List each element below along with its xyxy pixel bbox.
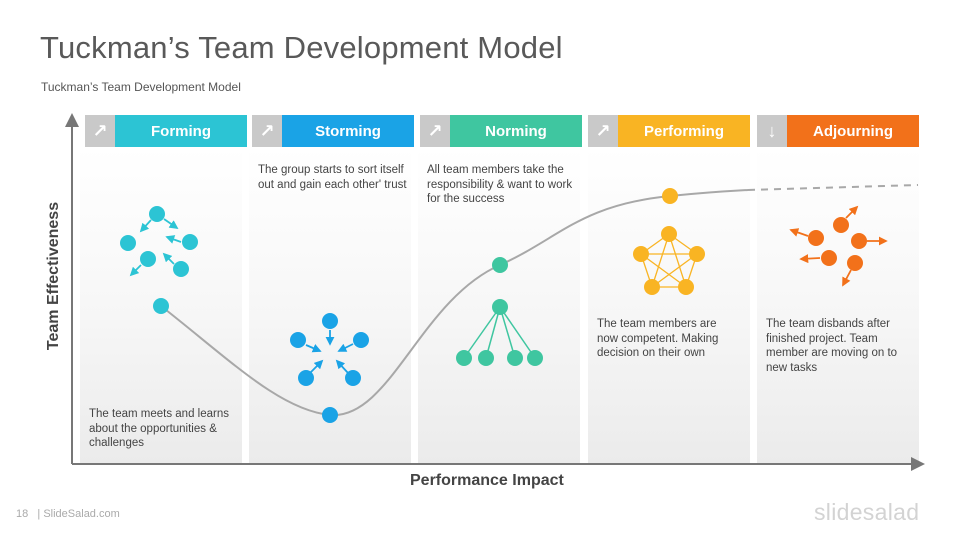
y-axis-label: Team Effectiveness [45,201,62,351]
stage-label: Norming [450,115,582,147]
stage-header-storming: ↗ Storming [252,115,414,147]
curve-point-forming [153,298,169,314]
stage-description-norming: All team members take the responsibility… [427,164,573,205]
stage-description-adjourning: The team disbands after finished project… [766,318,898,374]
arrow-up-right-icon: ↗ [588,115,618,147]
stage-label: Adjourning [787,115,919,147]
arrow-up-right-icon: ↗ [85,115,115,147]
stage-header-forming: ↗ Forming [85,115,247,147]
arrow-down-icon: ↓ [757,115,787,147]
slide-subtitle: Tuckman’s Team Development Model [41,80,241,94]
footer-source: | SlideSalad.com [37,508,120,520]
footer: 18 | SlideSalad.com [16,508,120,520]
performance-curve [160,189,749,417]
brand-logo: slidesalad [814,499,920,525]
stage-column-adjourning [757,147,919,463]
performing-network-icon [633,226,705,295]
stage-label: Storming [282,115,414,147]
arrow-up-right-icon: ↗ [420,115,450,147]
curve-point-storming [322,407,338,423]
adjourning-group-icon [789,205,888,287]
curve-point-performing [662,188,678,204]
norming-group-icon [456,299,543,366]
stage-label: Forming [115,115,247,147]
slide-title: Tuckman’s Team Development Model [40,30,563,65]
forming-group-icon [120,206,198,277]
stage-description-forming: The team meets and learns about the oppo… [89,408,229,449]
arrow-up-right-icon: ↗ [252,115,282,147]
stage-header-performing: ↗ Performing [588,115,750,147]
storming-group-icon [290,313,369,386]
curve-projection-dashed [747,184,919,191]
stage-label: Performing [618,115,750,147]
curve-point-norming [492,257,508,273]
x-axis-label: Performance Impact [410,472,564,489]
page-number: 18 [16,508,29,520]
stage-description-storming: The group starts to sort itself out and … [258,164,407,191]
stage-header-norming: ↗ Norming [420,115,582,147]
stage-description-performing: The team members are now competent. Maki… [597,318,719,359]
stage-header-adjourning: ↓ Adjourning [757,115,919,147]
